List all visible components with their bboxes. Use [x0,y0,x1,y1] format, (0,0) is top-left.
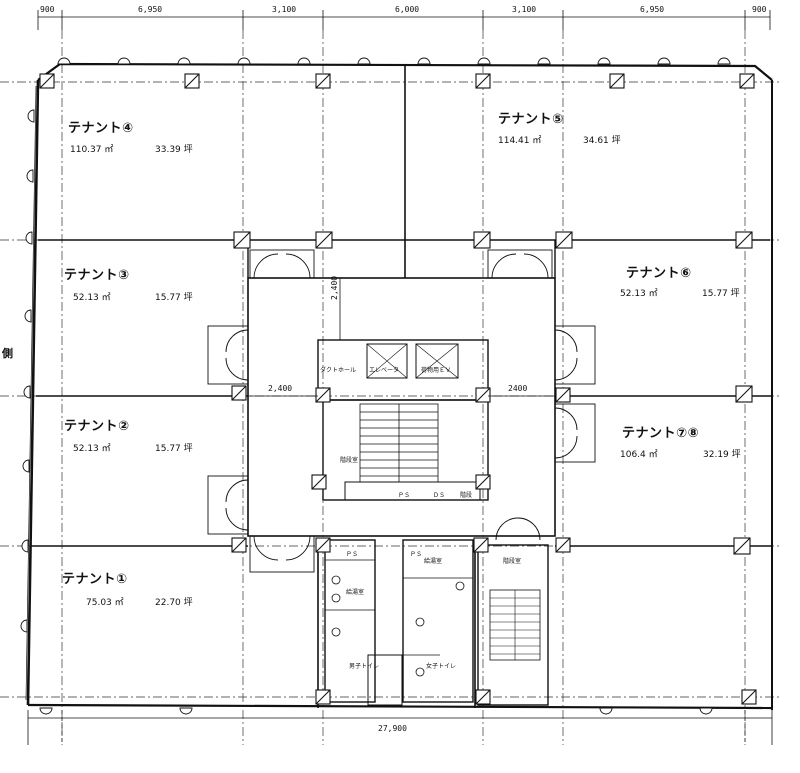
core-dimension-label: 2,400 [330,275,339,300]
dimension-label: 6,950 [138,5,163,14]
room-label-kitchen: 給湯室 [346,589,365,596]
room-label-stair-small: 階段 [460,492,473,499]
tenant-area-tsubo: 22.70 坪 [155,598,193,608]
room-label-toilet-women: 女子トイレ [426,663,457,670]
tenant-name: テナント③ [64,268,130,283]
tenant-area-m2: 52.13 ㎡ [73,444,111,454]
tenant-area-tsubo: 15.77 坪 [702,289,740,299]
room-label-ps: ＰＳ [398,492,411,499]
tenant-area-m2: 52.13 ㎡ [620,289,658,299]
tenant-area-m2: 75.03 ㎡ [86,598,124,608]
doors [207,249,596,573]
room-label-ds: ＤＳ [433,492,446,499]
exterior-wall [25,62,773,710]
service-area [324,539,549,706]
room-label-ps: ＰＳ [410,551,423,558]
main-stair [359,403,439,483]
dimension-line-top [37,10,771,30]
tenant-area-m2: 114.41 ㎡ [498,136,542,146]
tenant-area-tsubo: 34.61 坪 [583,136,621,146]
dimension-label-bottom: 27,900 [378,724,407,733]
columns [39,73,757,705]
tenant-area-m2: 110.37 ㎡ [70,145,114,155]
core-dimension-label: 2400 [508,384,528,393]
dimension-label: 6,950 [640,5,665,14]
room-label-toilet-men: 男子トイレ [349,663,380,670]
room-label-freight-ev: 荷物用ＥＶ [421,367,452,374]
tenant-name: テナント⑤ [498,112,564,127]
tenant-area-tsubo: 15.77 坪 [155,293,193,303]
tenant-area-tsubo: 32.19 坪 [703,450,741,460]
dimension-label: 900 [40,5,55,14]
room-label-elevator: エレベータ [369,367,400,374]
dimension-label: 3,100 [272,5,297,14]
tenant-name: テナント⑦⑧ [622,426,700,441]
room-label-duct: ダクトホール [320,367,357,374]
side-label: 側 [2,347,13,360]
tenant-name: テナント① [62,572,128,587]
room-label-ps: ＰＳ [346,551,359,558]
wall-markers [20,57,731,715]
tenant-name: テナント② [64,419,130,434]
tenant-partitions [30,66,772,708]
dimension-label: 900 [752,5,767,14]
tenant-area-m2: 52.13 ㎡ [73,293,111,303]
tenant-area-m2: 106.4 ㎡ [620,450,658,460]
tenant-area-tsubo: 15.77 坪 [155,444,193,454]
dimension-label: 6,000 [395,5,420,14]
dimension-label: 3,100 [512,5,537,14]
core-dimension-label: 2,400 [268,384,293,393]
room-label-kitchen: 給湯室 [424,558,443,565]
tenant-name: テナント⑥ [626,266,692,281]
room-label-stair-2: 階段室 [503,558,522,565]
tenant-area-tsubo: 33.39 坪 [155,145,193,155]
core-dimension-marks [248,278,555,397]
tenant-name: テナント④ [68,121,134,136]
grid-lines [0,30,780,745]
room-label-stair: 階段室 [340,457,359,464]
